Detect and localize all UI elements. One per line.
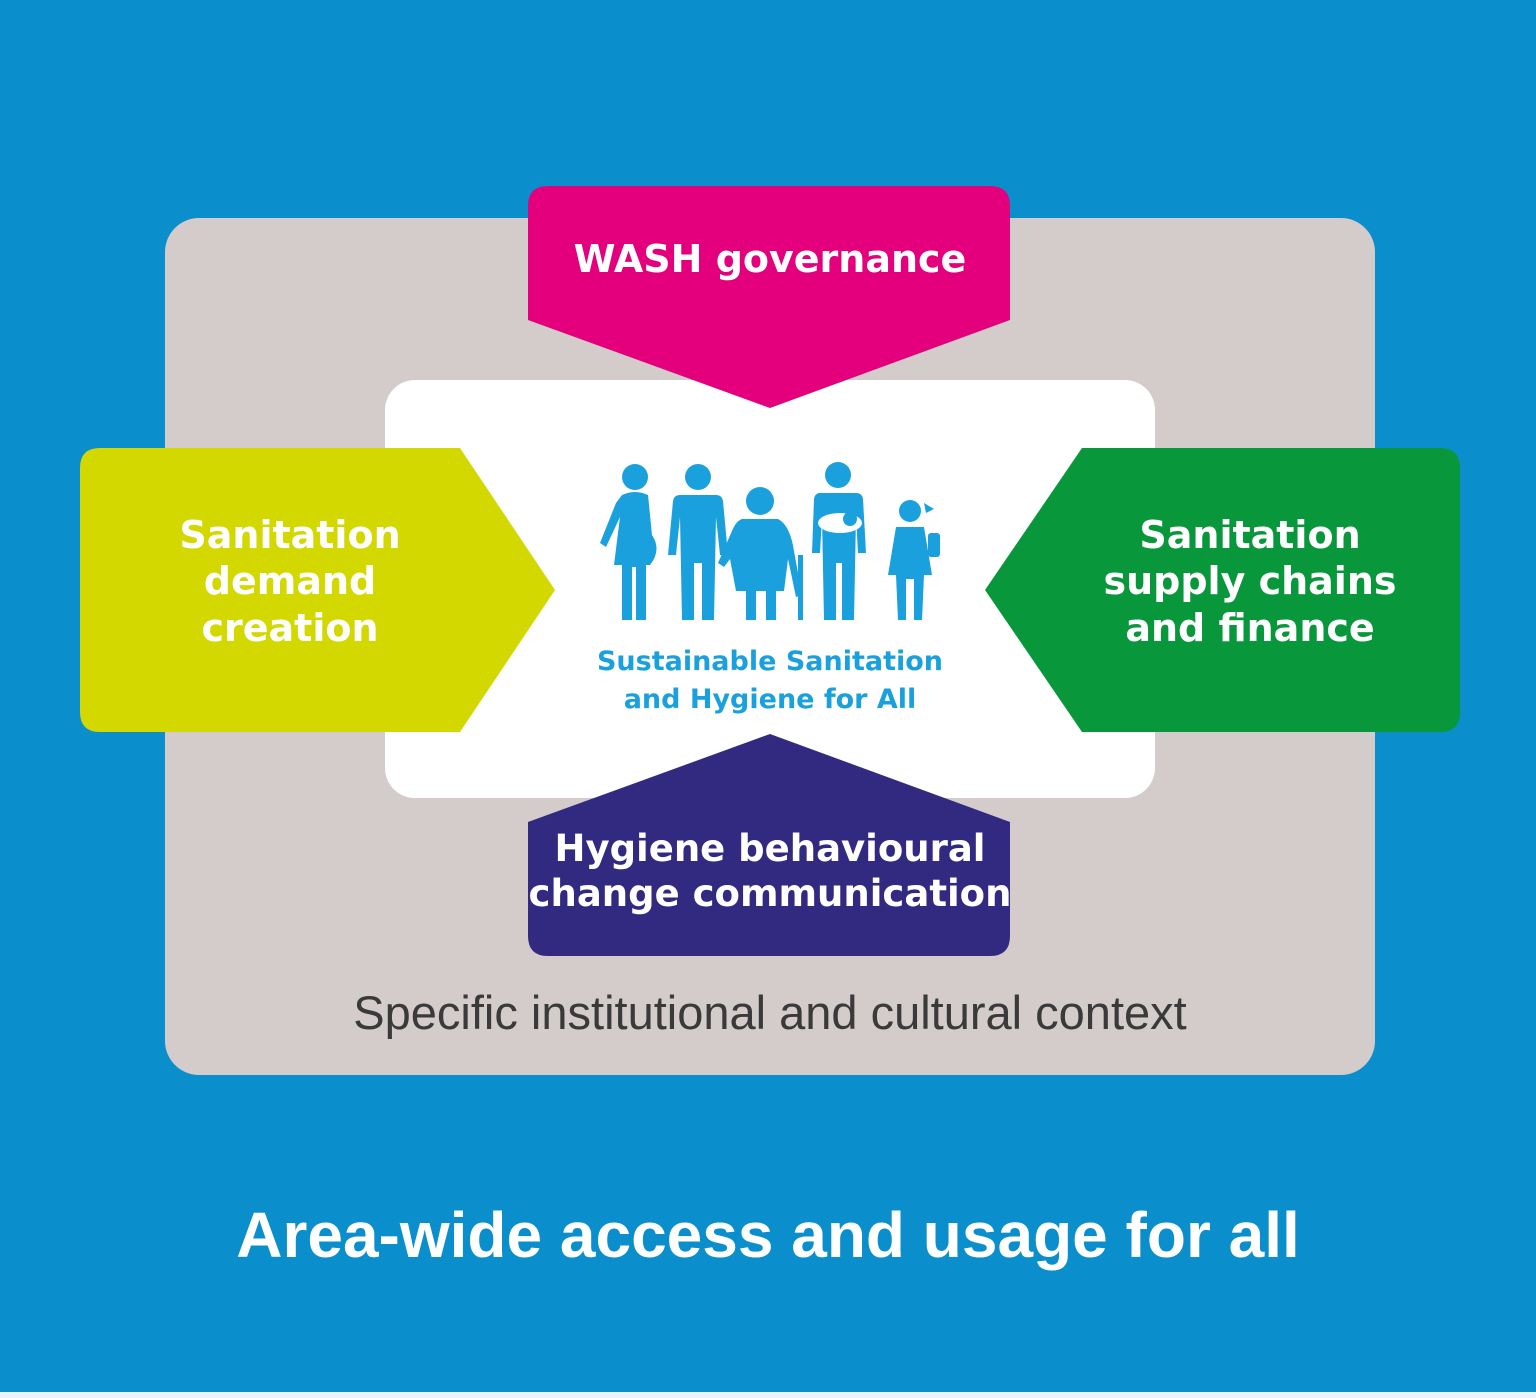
supply-chains-label: Sanitation supply chains and finance <box>1040 512 1460 651</box>
footer-title: Area-wide access and usage for all <box>236 1199 1300 1271</box>
supply-line-2: supply chains <box>1103 559 1397 604</box>
center-title: Sustainable Sanitation and Hygiene for A… <box>560 643 980 719</box>
demand-line-2: demand <box>203 559 377 604</box>
demand-creation-label: Sanitation demand creation <box>80 512 500 651</box>
hygiene-communication-arrow <box>528 734 1010 956</box>
hygiene-line-2: change communication <box>528 872 1012 916</box>
supply-chains-arrow <box>985 448 1460 732</box>
context-label: Specific institutional and cultural cont… <box>353 986 1187 1039</box>
wash-governance-label: WASH governance <box>573 237 967 281</box>
demand-line-3: creation <box>201 605 379 650</box>
bottom-strip <box>0 1392 1536 1398</box>
hygiene-communication-label: Hygiene behavioural change communication <box>510 826 1030 916</box>
supply-line-3: and finance <box>1125 605 1375 650</box>
center-line-1: Sustainable Sanitation <box>596 646 944 677</box>
hygiene-line-1: Hygiene behavioural <box>554 827 986 870</box>
demand-creation-arrow <box>80 448 555 732</box>
supply-line-1: Sanitation <box>1139 513 1361 557</box>
demand-line-1: Sanitation <box>179 513 401 557</box>
wash-governance-arrow <box>528 186 1010 408</box>
family-people-icon <box>600 462 940 620</box>
center-line-2: and Hygiene for All <box>623 683 917 715</box>
